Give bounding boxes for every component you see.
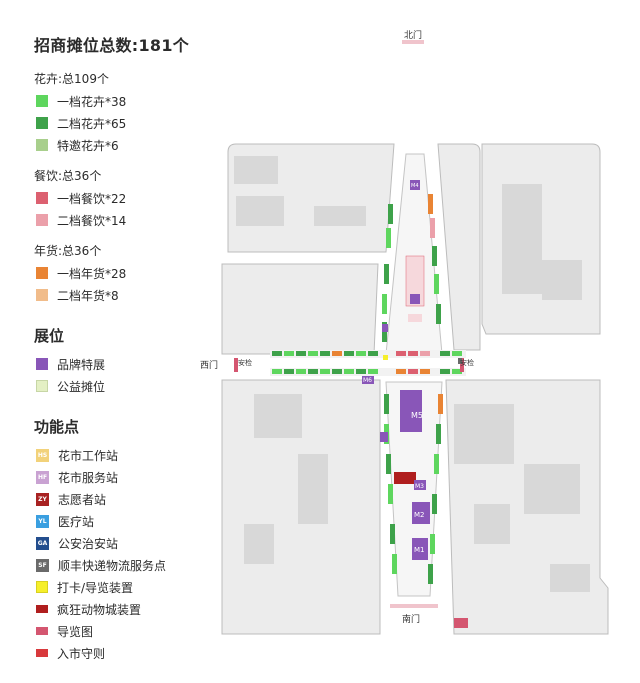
label-m6: M6 (363, 377, 372, 384)
flower-special-swatch (36, 139, 48, 151)
legend-item-rules: 入市守则 (36, 645, 214, 661)
zone-m1 (412, 538, 428, 560)
stall-column-north (382, 194, 441, 342)
venue-map: M5 M2 M1 M3 M6 M4 北门 南门 西门 安检 安检 (200, 24, 614, 658)
legend-label: 特邀花卉*6 (57, 138, 119, 153)
legend-item-guide-map: 导览图 (36, 623, 214, 639)
legend-item-ga: GA 公安治安站 (36, 535, 214, 551)
section-title-function: 功能点 (34, 418, 80, 436)
group-title-goods: 年货:总36个 (34, 244, 102, 258)
group-title-flower: 花卉:总109个 (34, 72, 109, 86)
legend-label: 入市守则 (57, 646, 106, 661)
legend-label: 花市服务站 (58, 470, 119, 485)
zootopia-installation-icon (36, 605, 48, 613)
label-m4: M4 (411, 183, 419, 189)
east-security-label: 安检 (460, 359, 474, 367)
flower-tier1-swatch (36, 95, 48, 107)
stall-row-east-lower (396, 369, 462, 374)
legend-item-checkin: 打卡/导览装置 (36, 579, 214, 595)
goods-tier1-swatch (36, 267, 48, 279)
stall-row-east-upper (396, 351, 462, 356)
legend-item-brand-exhibit: 品牌特展 (36, 356, 214, 372)
zone-m5 (400, 390, 422, 432)
legend-item-zootopia: 疯狂动物城装置 (36, 601, 214, 617)
volunteer-station-icon: ZY (36, 492, 49, 506)
label-m5: M5 (411, 411, 423, 420)
flower-service-icon: HF (36, 470, 49, 484)
food-group: 餐饮:总36个 一档餐饮*22 二档餐饮*14 (34, 167, 214, 228)
zone-m2 (412, 502, 430, 524)
legend-item-hf: HF 花市服务站 (36, 469, 214, 485)
legend-label: 一档餐饮*22 (57, 191, 127, 206)
label-m1: M1 (414, 546, 425, 554)
legend-label: 一档年货*28 (57, 266, 127, 281)
map-canvas: M5 M2 M1 M3 M6 M4 (221, 40, 609, 635)
legend-item-sf: SF 顺丰快递物流服务点 (36, 557, 214, 573)
legend-panel: 招商摊位总数:181个 花卉:总109个 一档花卉*38 二档花卉*65 特邀花… (34, 32, 214, 667)
guide-map-icon (36, 627, 48, 635)
legend-label: 导览图 (57, 624, 94, 639)
food-tier2-swatch (36, 214, 48, 226)
goods-group: 年货:总36个 一档年货*28 二档年货*8 (34, 242, 214, 303)
label-m2: M2 (414, 511, 425, 519)
flower-group: 花卉:总109个 一档花卉*38 二档花卉*65 特邀花卉*6 (34, 70, 214, 153)
north-gate-label: 北门 (404, 31, 423, 41)
legend-item-flower-special: 特邀花卉*6 (36, 137, 214, 153)
legend-label: 志愿者站 (58, 492, 107, 507)
food-tier1-swatch (36, 192, 48, 204)
section-title-booth: 展位 (34, 327, 65, 345)
legend-label: 公益摊位 (57, 379, 106, 394)
legend-item-flower-2: 二档花卉*65 (36, 115, 214, 131)
legend-label: 二档年货*8 (57, 288, 119, 303)
legend-label: 二档花卉*65 (57, 116, 127, 131)
function-section: 功能点 HS 花市工作站 HF 花市服务站 ZY 志愿者站 YL 医疗站 GA … (34, 416, 214, 661)
express-delivery-icon: SF (36, 558, 49, 572)
west-gate-label: 西门 (200, 361, 219, 371)
label-m3: M3 (415, 483, 424, 490)
legend-label: 医疗站 (58, 514, 95, 529)
checkin-device-icon (36, 581, 48, 593)
market-rules-icon (36, 649, 48, 657)
flower-tier2-swatch (36, 117, 48, 129)
booth-section: 展位 品牌特展 公益摊位 (34, 325, 214, 394)
legend-item-yl: YL 医疗站 (36, 513, 214, 529)
legend-label: 品牌特展 (57, 357, 106, 372)
legend-label: 花市工作站 (58, 448, 119, 463)
charity-booth-swatch (36, 380, 48, 392)
north-gate-marker (402, 40, 424, 44)
block-nw-lower (221, 263, 379, 355)
legend-title: 招商摊位总数:181个 (34, 36, 190, 55)
legend-item-hs: HS 花市工作站 (36, 447, 214, 463)
legend-label: 顺丰快递物流服务点 (58, 558, 167, 573)
west-security-label: 安检 (238, 359, 252, 367)
legend-item-goods-1: 一档年货*28 (36, 265, 214, 281)
legend-label: 一档花卉*38 (57, 94, 127, 109)
block-ne-strip (437, 143, 481, 351)
zone-m6 (362, 376, 374, 384)
legend-item-flower-1: 一档花卉*38 (36, 93, 214, 109)
legend-item-charity-booth: 公益摊位 (36, 378, 214, 394)
legend-item-zy: ZY 志愿者站 (36, 491, 214, 507)
zone-m6-north (410, 180, 420, 190)
legend-label: 疯狂动物城装置 (57, 602, 142, 617)
legend-label: 公安治安站 (58, 536, 119, 551)
brand-exhibit-swatch (36, 358, 48, 370)
group-title-food: 餐饮:总36个 (34, 169, 102, 183)
stall-row-west-upper (272, 351, 378, 356)
goods-tier2-swatch (36, 289, 48, 301)
legend-item-food-1: 一档餐饮*22 (36, 190, 214, 206)
stall-row-west-lower (272, 369, 378, 374)
flower-workstation-icon: HS (36, 448, 49, 462)
legend-item-food-2: 二档餐饮*14 (36, 212, 214, 228)
legend-label: 打卡/导览装置 (57, 580, 134, 595)
police-station-icon: GA (36, 536, 49, 550)
medical-station-icon: YL (36, 514, 49, 528)
legend-item-goods-2: 二档年货*8 (36, 287, 214, 303)
legend-label: 二档餐饮*14 (57, 213, 127, 228)
south-gate-label: 南门 (402, 615, 421, 625)
zone-m3 (414, 480, 426, 490)
